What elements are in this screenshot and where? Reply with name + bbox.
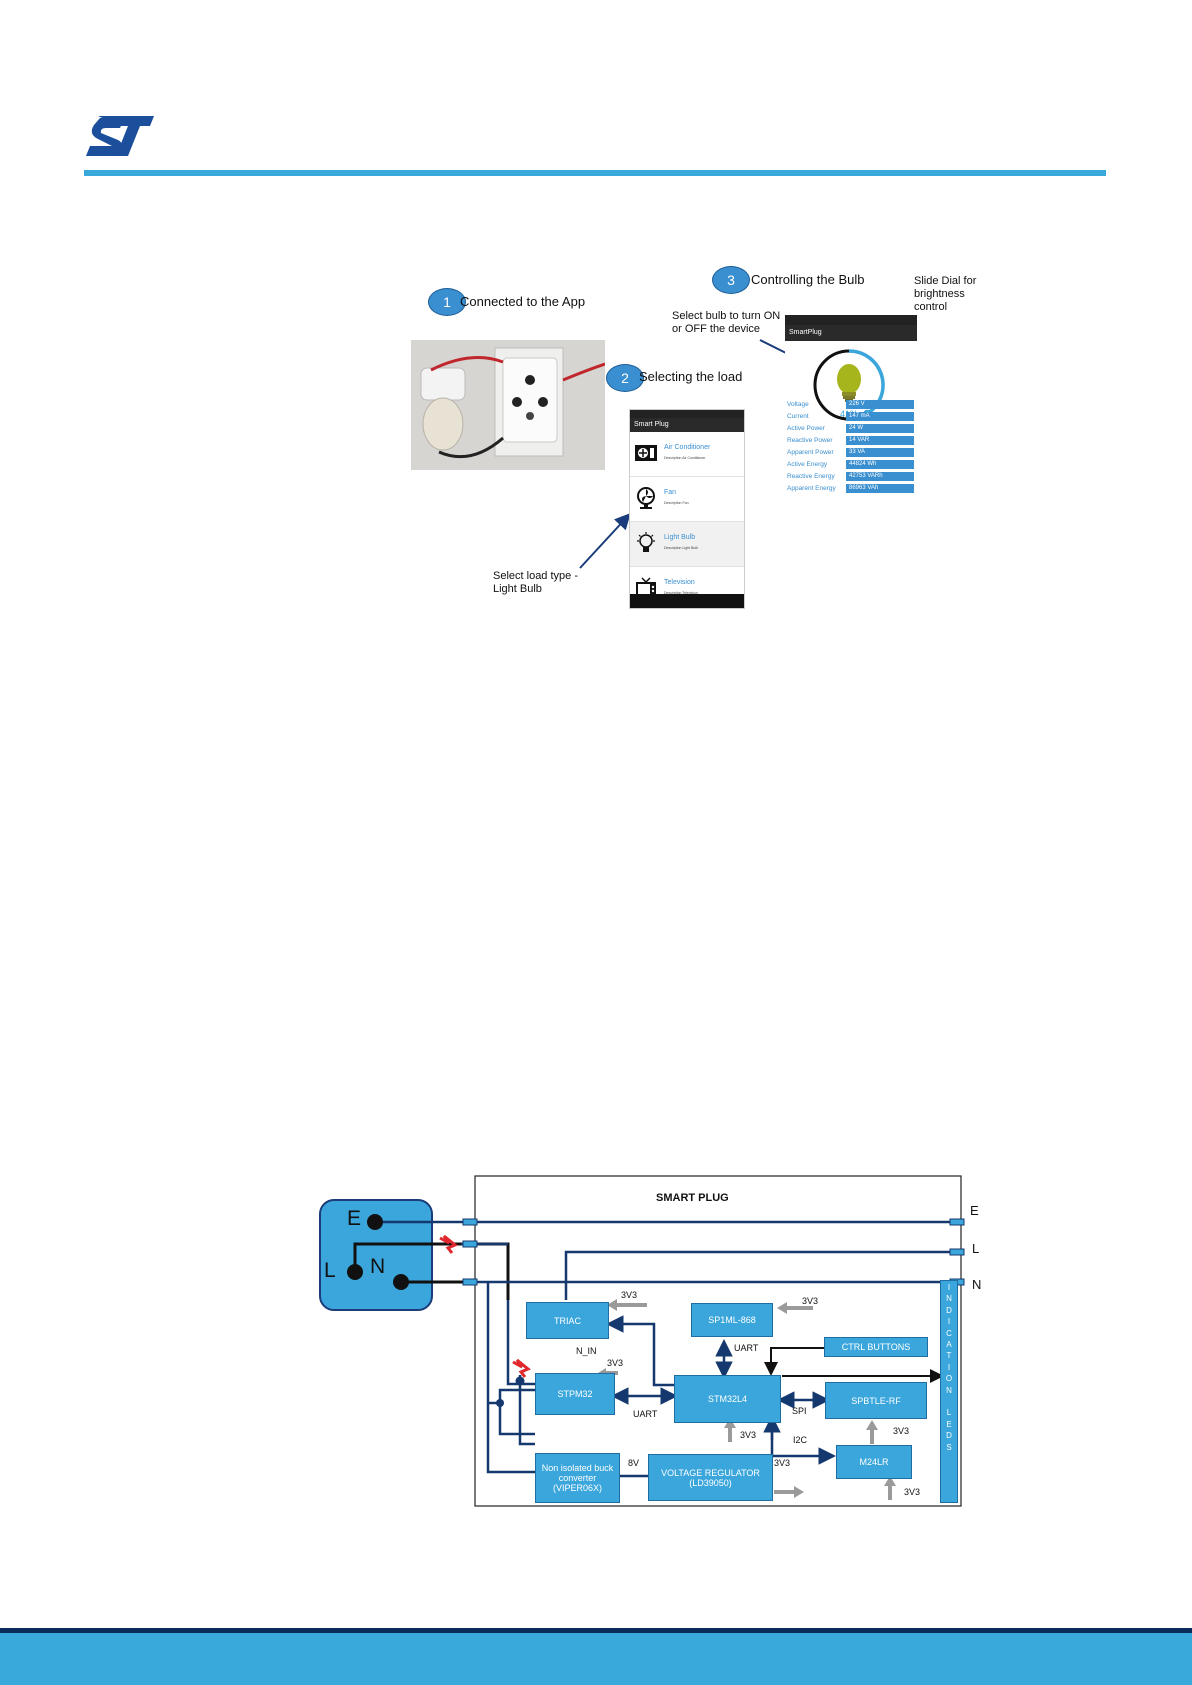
step-1-badge: 1 bbox=[428, 288, 466, 316]
signal-8v: 8V bbox=[628, 1458, 640, 1468]
footer-band bbox=[0, 1628, 1192, 1685]
status-bar bbox=[630, 410, 744, 418]
signal-3v3-spbtle: 3V3 bbox=[893, 1426, 910, 1436]
triac-block: TRIAC bbox=[526, 1302, 609, 1339]
app-bar: SmartPlug bbox=[785, 325, 917, 341]
socket-label-l: L bbox=[324, 1259, 336, 1282]
signal-3v3-m24lr: 3V3 bbox=[904, 1487, 921, 1497]
annotation-slide-dial: Slide Dial for brightness control bbox=[914, 275, 977, 313]
load-item-light-bulb[interactable]: Light Bulb Description Light Bulb bbox=[630, 522, 744, 567]
signal-spi: SPI bbox=[792, 1406, 807, 1416]
signal-3v3-triac: 3V3 bbox=[621, 1290, 638, 1300]
step-2-label: Selecting the load bbox=[639, 369, 743, 384]
step-3-label: Controlling the Bulb bbox=[751, 272, 865, 287]
annotation-select-bulb: Select bulb to turn ON or OFF the device bbox=[672, 310, 781, 335]
television-icon bbox=[636, 577, 656, 597]
signal-uart-stpm32: UART bbox=[633, 1409, 658, 1419]
load-item-fan[interactable]: Fan Description Fan bbox=[630, 477, 744, 522]
status-bar bbox=[785, 315, 917, 325]
rail-label-l: L bbox=[972, 1241, 980, 1256]
bulb-icon bbox=[837, 364, 861, 402]
light-bulb-icon bbox=[637, 532, 655, 552]
app-bar: Smart Plug bbox=[630, 418, 744, 432]
st-logo-icon bbox=[86, 116, 154, 156]
nav-bar bbox=[630, 594, 744, 608]
stpm32-block: STPM32 bbox=[535, 1373, 615, 1415]
signal-3v3-stpm32: 3V3 bbox=[607, 1358, 624, 1368]
load-item-television[interactable]: Television Description Television bbox=[630, 567, 744, 608]
step-1-label: Connected to the App bbox=[460, 294, 586, 309]
spbtle-rf-block: SPBTLE-RF bbox=[825, 1382, 927, 1419]
step-2-badge: 2 bbox=[606, 364, 644, 392]
indication-leds-block bbox=[940, 1280, 958, 1503]
load-selection-screen: Smart Plug Air Conditioner Description A… bbox=[629, 409, 745, 609]
signal-3v3-sp1ml: 3V3 bbox=[802, 1296, 819, 1306]
signal-n-in: N_IN bbox=[576, 1346, 597, 1356]
socket-label-n: N bbox=[370, 1255, 386, 1278]
socket-label-e: E bbox=[347, 1207, 362, 1230]
m24lr-block: M24LR bbox=[836, 1445, 912, 1479]
signal-3v3-regulator: 3V3 bbox=[774, 1458, 791, 1468]
header-rule bbox=[84, 170, 1106, 176]
buck-converter-block: Non isolated buck converter (VIPER06X) bbox=[535, 1453, 620, 1503]
signal-3v3-stm32: 3V3 bbox=[740, 1430, 757, 1440]
fan-icon bbox=[637, 487, 655, 509]
signal-i2c: I2C bbox=[793, 1435, 808, 1445]
signal-uart-sp1ml: UART bbox=[734, 1343, 759, 1353]
rail-label-n: N bbox=[972, 1277, 982, 1292]
annotation-load-type: Select load type - Light Bulb bbox=[493, 570, 578, 595]
voltage-regulator-block: VOLTAGE REGULATOR (LD39050) bbox=[648, 1454, 773, 1501]
diagram-title: SMART PLUG bbox=[656, 1192, 729, 1204]
rail-label-e: E bbox=[970, 1203, 979, 1218]
load-item-air-conditioner[interactable]: Air Conditioner Description Air Conditio… bbox=[630, 432, 744, 477]
stm32l4-block: STM32L4 bbox=[674, 1375, 781, 1423]
sp1ml-block: SP1ML-868 bbox=[691, 1303, 773, 1337]
air-conditioner-icon bbox=[635, 445, 657, 461]
ctrl-buttons-block: CTRL BUTTONS bbox=[824, 1337, 928, 1357]
smart-plug-photo bbox=[411, 340, 605, 470]
step-3-badge: 3 bbox=[712, 266, 750, 294]
